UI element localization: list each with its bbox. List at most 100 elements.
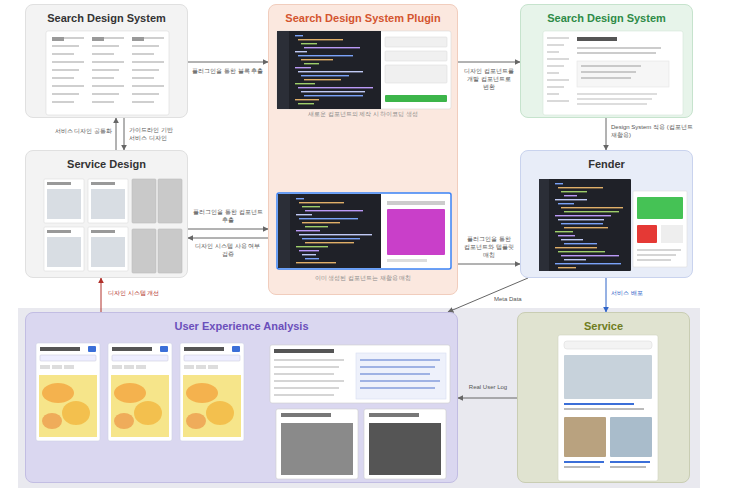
connector-label: Meta Data xyxy=(494,296,534,304)
service-screen-part xyxy=(610,417,652,457)
plugin-screenshot-part xyxy=(301,43,317,44)
component-sheet-part xyxy=(132,77,154,79)
plugin-screenshot-part xyxy=(302,254,316,255)
analysis-screens-part xyxy=(160,346,168,352)
analysis-screens-part xyxy=(136,365,146,369)
analysis-screens-part xyxy=(39,375,97,437)
plugin-screenshot-part xyxy=(277,193,451,269)
analysis-screens-part xyxy=(274,394,334,396)
component-docs-part xyxy=(547,51,559,53)
plugin-screenshot-part xyxy=(304,95,363,96)
analysis-screens-part xyxy=(183,375,241,437)
fender-screenshot-part xyxy=(637,225,657,243)
service-mockup-part xyxy=(158,179,182,223)
heatmap-spot xyxy=(62,401,90,425)
service-mockup-part xyxy=(91,237,125,267)
component-sheet-part xyxy=(52,93,79,95)
analysis-screens-part xyxy=(108,343,172,441)
service-mockup-part xyxy=(44,227,84,271)
connector xyxy=(448,278,528,312)
heatmap xyxy=(42,383,234,429)
component-docs-part xyxy=(547,93,559,95)
connector-label: 디자인 컴포넌트를 개발 컴포넌트로 변환 xyxy=(461,68,517,91)
plugin-screenshot-part xyxy=(304,63,319,64)
fender-screenshot-part xyxy=(561,223,603,224)
component-sheet-part xyxy=(52,69,79,71)
fender-screenshot-part xyxy=(555,199,587,200)
connector-label: 플러그인을 통한 컴포넌트 추출 xyxy=(191,209,265,225)
component-sheet-part xyxy=(92,37,104,41)
analysis-box: User Experience Analysis xyxy=(25,312,458,483)
fender-screenshot-part xyxy=(558,267,576,268)
service-mockup xyxy=(44,179,182,273)
analysis-screens-part xyxy=(274,387,339,389)
design-system-box: Search Design System xyxy=(25,4,188,118)
service-screen-part xyxy=(564,403,634,405)
service-mockup-part xyxy=(158,229,182,273)
plugin-screenshot-part xyxy=(299,218,358,219)
component-sheet-part xyxy=(132,69,159,71)
service-mockup-part xyxy=(47,189,81,219)
component-sheet-part xyxy=(46,31,169,115)
fender-screenshot-part xyxy=(561,255,619,256)
service-mockup-part xyxy=(47,230,71,233)
component-docs-part xyxy=(577,98,652,100)
component-sheet-part xyxy=(92,77,114,79)
design-system-box: Search Design System xyxy=(520,4,693,118)
service-mockup-part xyxy=(132,229,156,273)
illustration xyxy=(521,151,694,279)
connector xyxy=(188,238,268,239)
plugin-screenshot-part xyxy=(296,214,312,215)
plugin-screenshot-part xyxy=(385,65,447,83)
plugin-screenshot-part xyxy=(277,31,451,109)
heatmap-spot xyxy=(186,383,218,403)
plugin-screenshot-part xyxy=(305,242,354,243)
heatmap-spot xyxy=(186,413,206,429)
plugin-screenshot-part xyxy=(299,234,372,235)
analysis-screens-part xyxy=(36,343,100,441)
fender-screenshot-part xyxy=(661,225,683,243)
screenshot-caption: 이미 생성된 컴포넌트는 재활용 매칭 xyxy=(269,275,457,282)
analysis-screens-part xyxy=(40,365,50,369)
plugin-screenshot-part xyxy=(302,222,340,223)
fender-screenshot-part xyxy=(564,259,586,260)
plugin-screenshot-part xyxy=(301,91,365,92)
component-sheet-part xyxy=(52,77,74,79)
fender-screenshot-part xyxy=(555,215,611,216)
component-docs-part xyxy=(577,93,657,95)
box-title: Service xyxy=(584,313,623,333)
service-screen-part xyxy=(564,355,652,399)
plugin-screenshot-part xyxy=(387,209,445,255)
analysis-screens-part xyxy=(356,353,446,399)
connector xyxy=(606,118,607,150)
component-sheet-part xyxy=(132,53,154,55)
box-title: User Experience Analysis xyxy=(174,313,308,333)
illustration xyxy=(269,5,459,296)
component-sheet-part xyxy=(52,61,84,63)
service-screen-part xyxy=(564,461,604,463)
connector xyxy=(124,118,125,150)
fender-screenshot-part xyxy=(555,231,573,232)
connector xyxy=(188,62,268,63)
service-mockup-part xyxy=(47,182,71,185)
fender-screenshot-part xyxy=(564,227,608,228)
analysis-screens-part xyxy=(360,359,440,361)
service-box: Service xyxy=(517,312,690,483)
analysis-screens-part xyxy=(40,355,96,361)
service-mockup-part xyxy=(88,227,128,271)
plugin-screenshot-part xyxy=(277,31,289,109)
connector-label: Real User Log xyxy=(462,384,514,392)
service-mockup-part xyxy=(91,182,115,185)
service-mockup-part xyxy=(47,237,81,267)
component-docs xyxy=(543,31,683,115)
plugin-screenshot-part xyxy=(296,246,328,247)
connector xyxy=(116,118,117,150)
fender-screenshot-part xyxy=(555,183,563,184)
fender-screenshot-part xyxy=(564,243,597,244)
fender-screenshot-part xyxy=(539,179,549,271)
connector-label: 가이드라인 기반 서비스 디자인 xyxy=(129,127,183,143)
box-title: Fender xyxy=(588,151,625,171)
analysis-screens-part xyxy=(124,365,134,369)
analysis-screens-part xyxy=(208,365,218,369)
plugin-screenshot-part xyxy=(295,83,315,84)
